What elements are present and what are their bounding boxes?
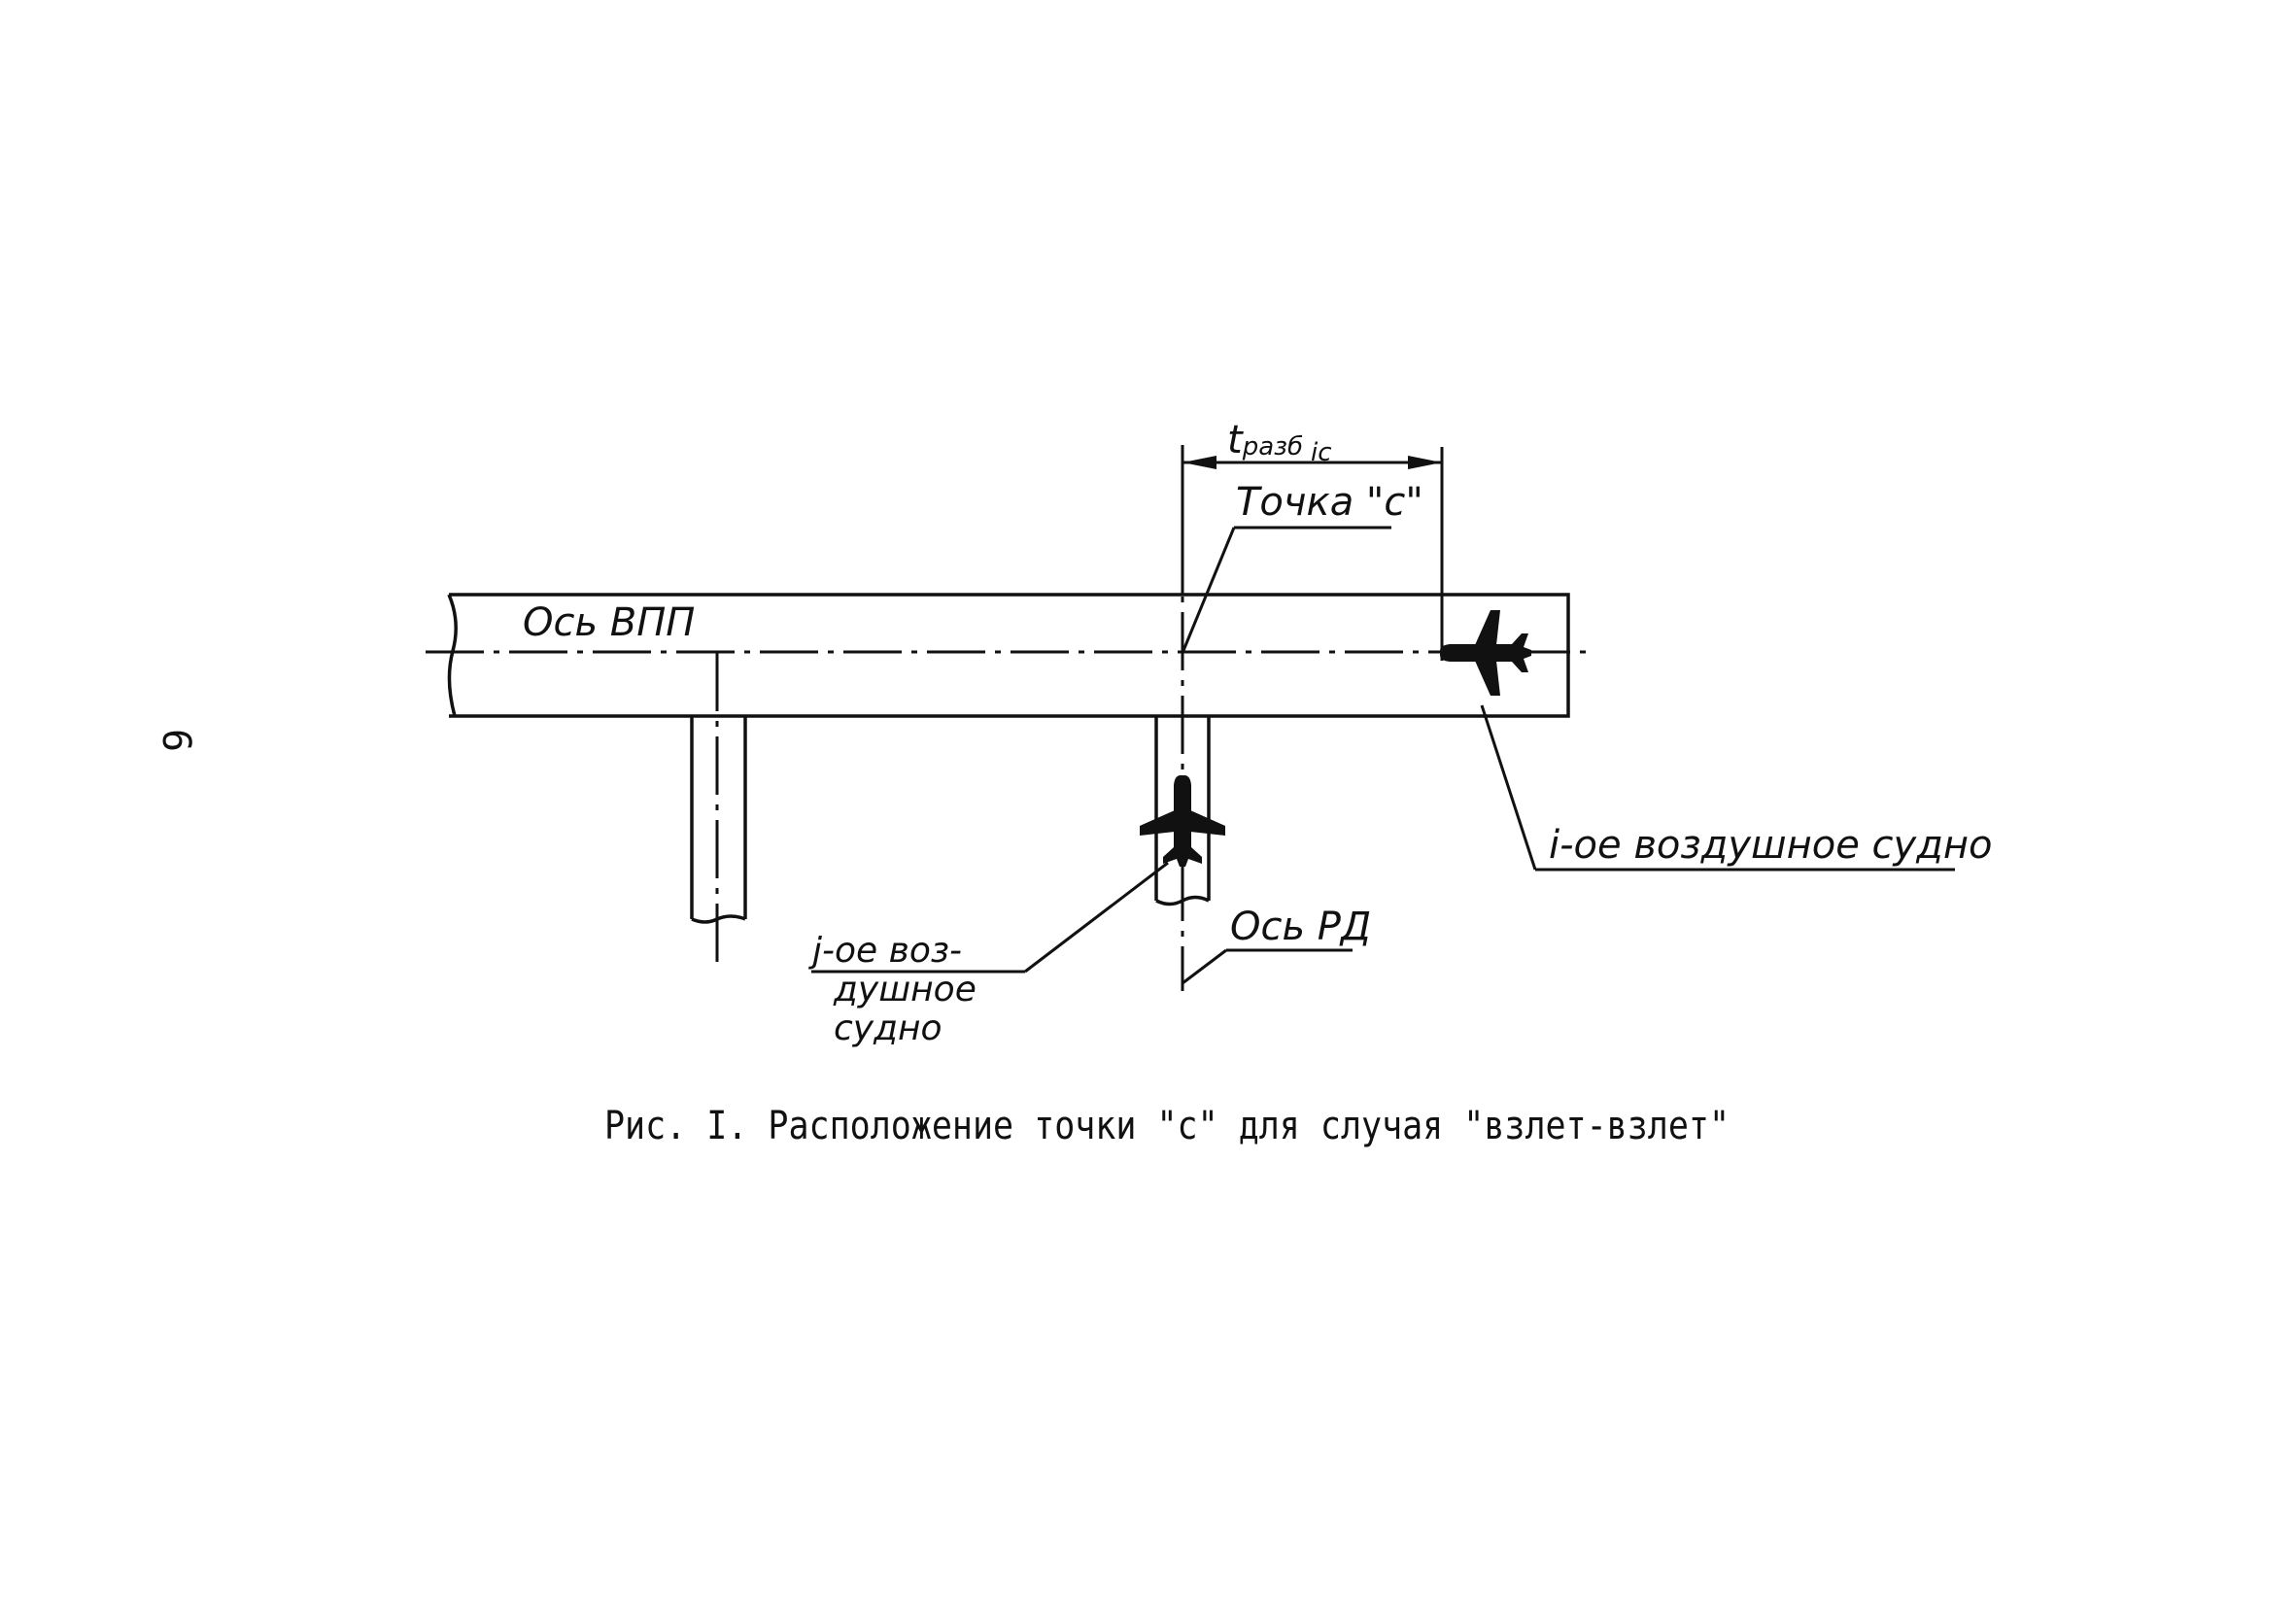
taxiway-axis-callout: Ось РД — [1182, 905, 1371, 985]
aircraft-j-label-line2: душное — [833, 970, 977, 1009]
page-number: 6 — [154, 729, 198, 752]
aircraft-j-label-line3: судно — [834, 1009, 942, 1048]
aircraft-j-label-line1: j-ое воз- — [807, 931, 962, 971]
aircraft-i-label: i-ое воздушное судно — [1549, 823, 1992, 868]
airplane-icon — [1440, 610, 1531, 696]
aircraft-j-callout: j-ое воз- душное судно — [807, 861, 1169, 1048]
runway-axis-label: Ось ВПП — [523, 600, 695, 645]
runway — [426, 593, 1588, 718]
point-c-callout: Точка "с" — [1181, 480, 1423, 654]
airplane-icon — [1140, 775, 1225, 867]
figure-caption: Рис. I. Расположение точки "с" для случа… — [604, 1104, 1730, 1148]
taxiway-left — [690, 653, 747, 972]
point-c-label: Точка "с" — [1236, 480, 1423, 525]
taxiway-axis-label: Ось РД — [1230, 905, 1371, 949]
aircraft-i-callout: i-ое воздушное судно — [1480, 704, 1992, 872]
